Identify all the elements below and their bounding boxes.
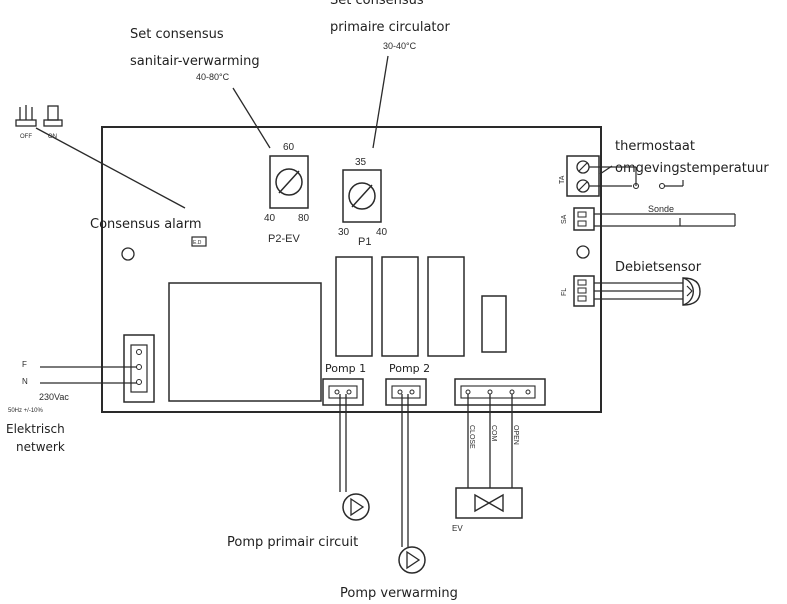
power-connector: [123, 334, 155, 403]
svg-text:TA: TA: [559, 175, 566, 184]
alarm-switch: OFF ON: [15, 105, 63, 140]
ta-terminal-block: TA: [559, 155, 600, 197]
set-primair-line2: primaire circulator: [330, 20, 450, 35]
consensus-alarm-label: Consensus alarm: [90, 217, 202, 232]
svg-text:60: 60: [283, 142, 295, 153]
svg-text:80: 80: [298, 213, 310, 224]
svg-text:40: 40: [376, 227, 388, 238]
frequency-label: 50Hz +/-10%: [8, 408, 44, 414]
sa-connector: SA: [561, 207, 595, 231]
svg-text:40: 40: [264, 213, 276, 224]
relay-3: [427, 256, 465, 357]
thermostaat-line1: thermostaat: [615, 139, 695, 154]
pump-verwarming-icon: [398, 546, 426, 574]
valve-close-label: CLOSE: [468, 425, 475, 449]
svg-text:E.D: E.D: [193, 240, 202, 246]
potentiometer-p1: 35 30 40 P1: [338, 157, 388, 248]
svg-text:35: 35: [355, 157, 367, 168]
p2-ev-label: P2-EV: [268, 233, 300, 245]
svg-text:SA: SA: [561, 214, 568, 224]
ev-label: EV: [452, 524, 463, 533]
pomp2-label: Pomp 2: [389, 362, 430, 375]
pomp1-connector: [322, 378, 364, 406]
mounting-hole-right: [576, 245, 590, 259]
pump-primair-icon: [342, 493, 370, 521]
svg-text:30: 30: [338, 227, 350, 238]
potentiometer-p2-ev: 60 40 80 P2-EV: [264, 142, 310, 245]
relay-2: [381, 256, 419, 357]
fl-connector: FL: [561, 275, 595, 307]
pomp1-label: Pomp 1: [325, 362, 366, 375]
terminal-n: N: [22, 377, 28, 386]
pomp-verwarming-label: Pomp verwarming: [340, 586, 458, 601]
small-component: [481, 295, 507, 353]
set-primair-range: 30-40°C: [383, 41, 417, 51]
mounting-hole: [121, 247, 135, 261]
valve-connector: [454, 378, 546, 406]
pomp-primair-label: Pomp primair circuit: [227, 535, 358, 550]
valve-open-label: OPEN: [512, 425, 519, 445]
svg-text:FL: FL: [561, 288, 568, 296]
relay-1: [335, 256, 373, 357]
thermostaat-line2: omgevingstemperatuur: [615, 161, 769, 176]
set-sanitair-line1: Set consensus: [130, 27, 224, 42]
terminal-f: F: [22, 360, 27, 369]
debietsensor-label: Debietsensor: [615, 260, 702, 275]
control-board: [101, 126, 602, 413]
sonde-label: Sonde: [648, 204, 674, 214]
alarm-leader-line: [35, 127, 186, 209]
ev-valve-icon: [455, 487, 523, 519]
valve-com-label: COM: [490, 425, 497, 442]
voltage-label: 230Vac: [39, 392, 69, 402]
set-primair-line1: Set consensus: [330, 0, 424, 8]
p1-label: P1: [358, 236, 371, 248]
netwerk-line1: Elektrisch: [6, 422, 65, 436]
transformer-block: [168, 282, 322, 402]
netwerk-line2: netwerk: [16, 440, 65, 454]
switch-off-label: OFF: [20, 134, 32, 140]
set-sanitair-line2: sanitair-verwarming: [130, 54, 260, 69]
pomp2-connector: [385, 378, 427, 406]
alarm-led-connector: [191, 236, 207, 247]
set-sanitair-range: 40-80°C: [196, 72, 230, 82]
